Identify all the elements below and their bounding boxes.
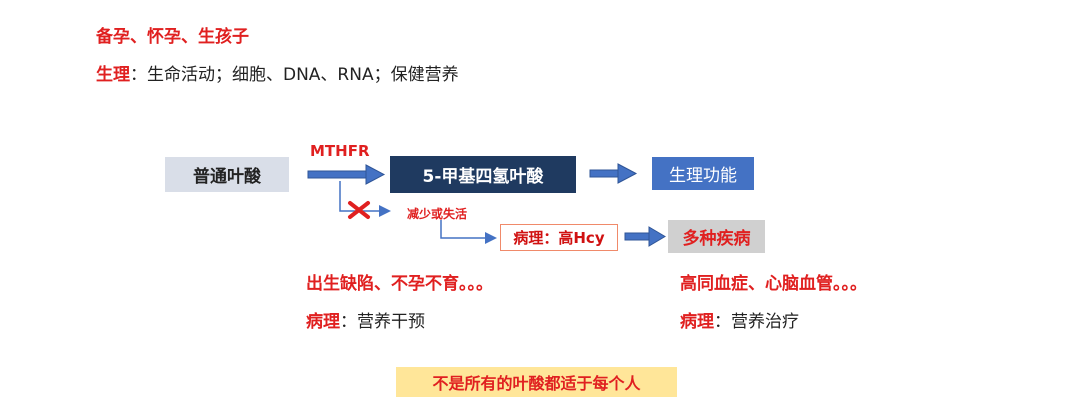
pathology-label-left: 病理 xyxy=(306,312,340,332)
pathology-text-left: ：营养干预 xyxy=(340,312,425,332)
physiology-line: 生理：生命活动；细胞、DNA、RNA；保健营养 xyxy=(96,60,459,85)
blocked-branch-line xyxy=(339,181,391,217)
birth-defects-text: 出生缺陷、不孕不育。。。 xyxy=(306,274,493,294)
heading-line: 备孕、怀孕、生孩子 xyxy=(96,27,249,47)
physiology-text: ：生命活动；细胞、DNA、RNA；保健营养 xyxy=(130,65,459,85)
highlight-note: 不是所有的叶酸都适于每个人 xyxy=(396,367,677,397)
reduced-label: 减少或失活 xyxy=(407,207,468,221)
folate-box: 普通叶酸 xyxy=(165,157,289,192)
arrow-hcy-to-diseases xyxy=(624,226,666,247)
cross-mark-icon xyxy=(348,201,370,219)
hcy-box: 病理：高Hcy xyxy=(500,224,618,251)
reduced-to-hcy-line xyxy=(440,220,497,244)
arrow-folate-to-methyl xyxy=(307,164,386,185)
pathology-intervention: 病理：营养干预 xyxy=(306,307,425,332)
arrow-methyl-to-physiology xyxy=(589,163,638,184)
hyperhomocysteinemia-text: 高同血症、心脑血管。。。 xyxy=(680,274,867,294)
pathology-treatment: 病理：营养治疗 xyxy=(680,307,799,332)
diseases-box: 多种疾病 xyxy=(668,220,765,253)
physiology-box: 生理功能 xyxy=(652,157,754,190)
enzyme-label: MTHFR xyxy=(310,142,370,160)
pathology-text-right: ：营养治疗 xyxy=(714,312,799,332)
physiology-label: 生理 xyxy=(96,65,130,85)
pathology-label-right: 病理 xyxy=(680,312,714,332)
methylfolate-box: 5-甲基四氢叶酸 xyxy=(390,156,576,193)
